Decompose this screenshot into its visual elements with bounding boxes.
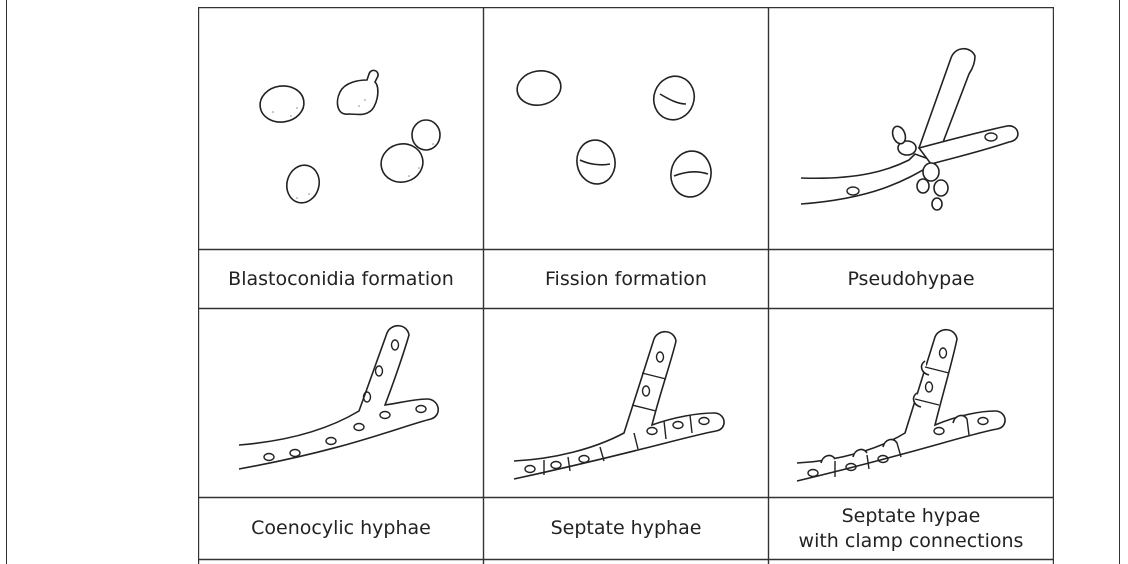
clamp-label: Septate hypae with clamp connections xyxy=(769,498,1053,559)
coenocytic-hyphae-icon xyxy=(199,309,483,497)
pseudohyphae-label: Pseudohypae xyxy=(769,250,1053,308)
septate-hyphae-icon xyxy=(484,309,768,497)
blastoconidia-label: Blastoconidia formation xyxy=(199,250,483,308)
septate-label: Septate hyphae xyxy=(484,498,768,559)
fission-cell xyxy=(484,8,768,249)
fungal-morphology-table: Blastoconidia formation Fission formatio… xyxy=(198,7,1054,564)
blastoconidia-cell xyxy=(199,8,483,249)
clamp-connection-hyphae-icon xyxy=(769,309,1053,497)
coenocytic-cell xyxy=(199,309,483,497)
pseudohyphae-icon xyxy=(769,8,1053,249)
coenocytic-label: Coenocylic hyphae xyxy=(199,498,483,559)
septate-cell xyxy=(484,309,768,497)
clamp-cell xyxy=(769,309,1053,497)
blastoconidia-yeast-cells-icon xyxy=(199,8,483,249)
fission-yeast-cells-icon xyxy=(484,8,768,249)
fission-label: Fission formation xyxy=(484,250,768,308)
pseudohyphae-cell xyxy=(769,8,1053,249)
